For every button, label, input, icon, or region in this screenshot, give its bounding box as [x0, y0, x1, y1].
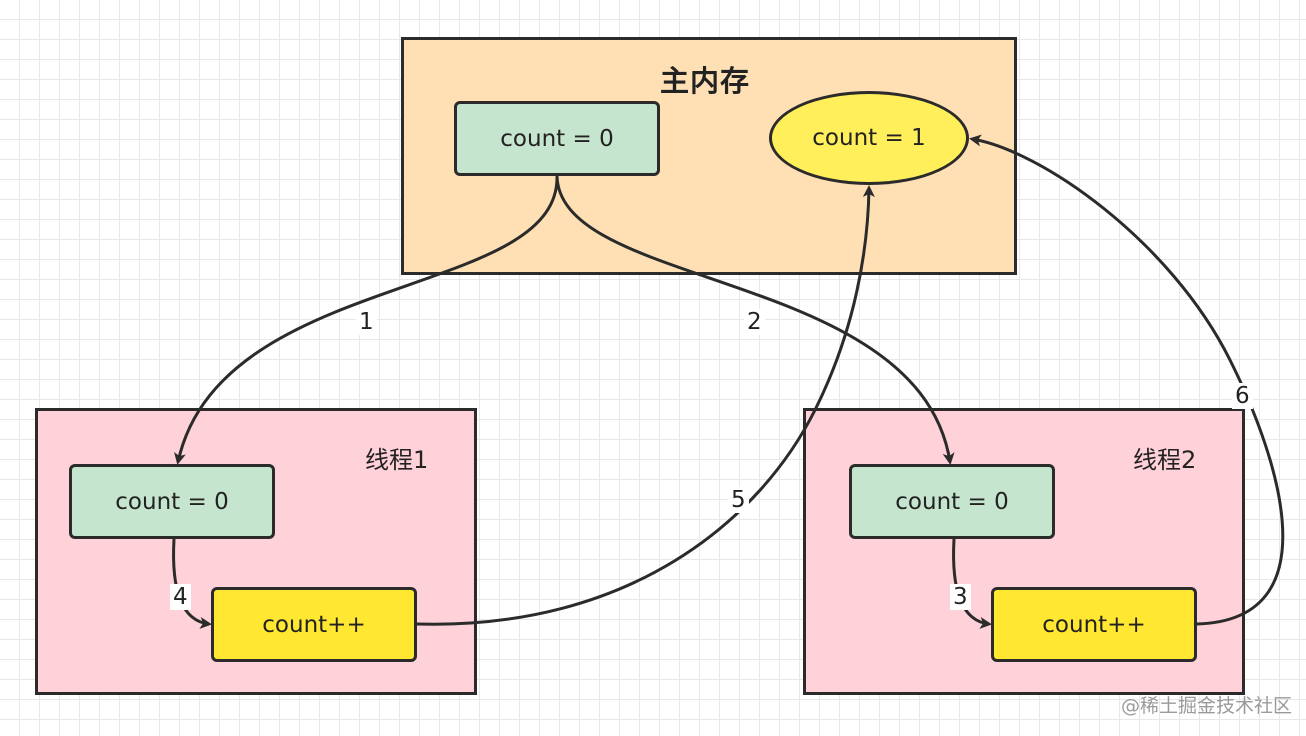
thread2-title: 线程2 — [1133, 446, 1197, 474]
edge-label-4: 4 — [170, 584, 191, 610]
watermark: @稀土掘金技术社区 — [1121, 695, 1293, 717]
main-memory-count-initial: count = 0 — [454, 101, 660, 176]
thread2-increment: count++ — [991, 587, 1197, 662]
edge-label-5: 5 — [728, 487, 749, 513]
main-memory-count-result: count = 1 — [769, 91, 969, 185]
edge-label-2: 2 — [744, 309, 765, 335]
thread2-count-local: count = 0 — [849, 464, 1055, 539]
thread1-increment: count++ — [211, 587, 417, 662]
edge-label-3: 3 — [950, 584, 971, 610]
main-memory-title: 主内存 — [660, 64, 751, 98]
thread1-title: 线程1 — [365, 446, 429, 474]
thread1-count-local: count = 0 — [69, 464, 275, 539]
edge-label-1: 1 — [356, 309, 377, 335]
edge-label-6: 6 — [1232, 383, 1253, 409]
